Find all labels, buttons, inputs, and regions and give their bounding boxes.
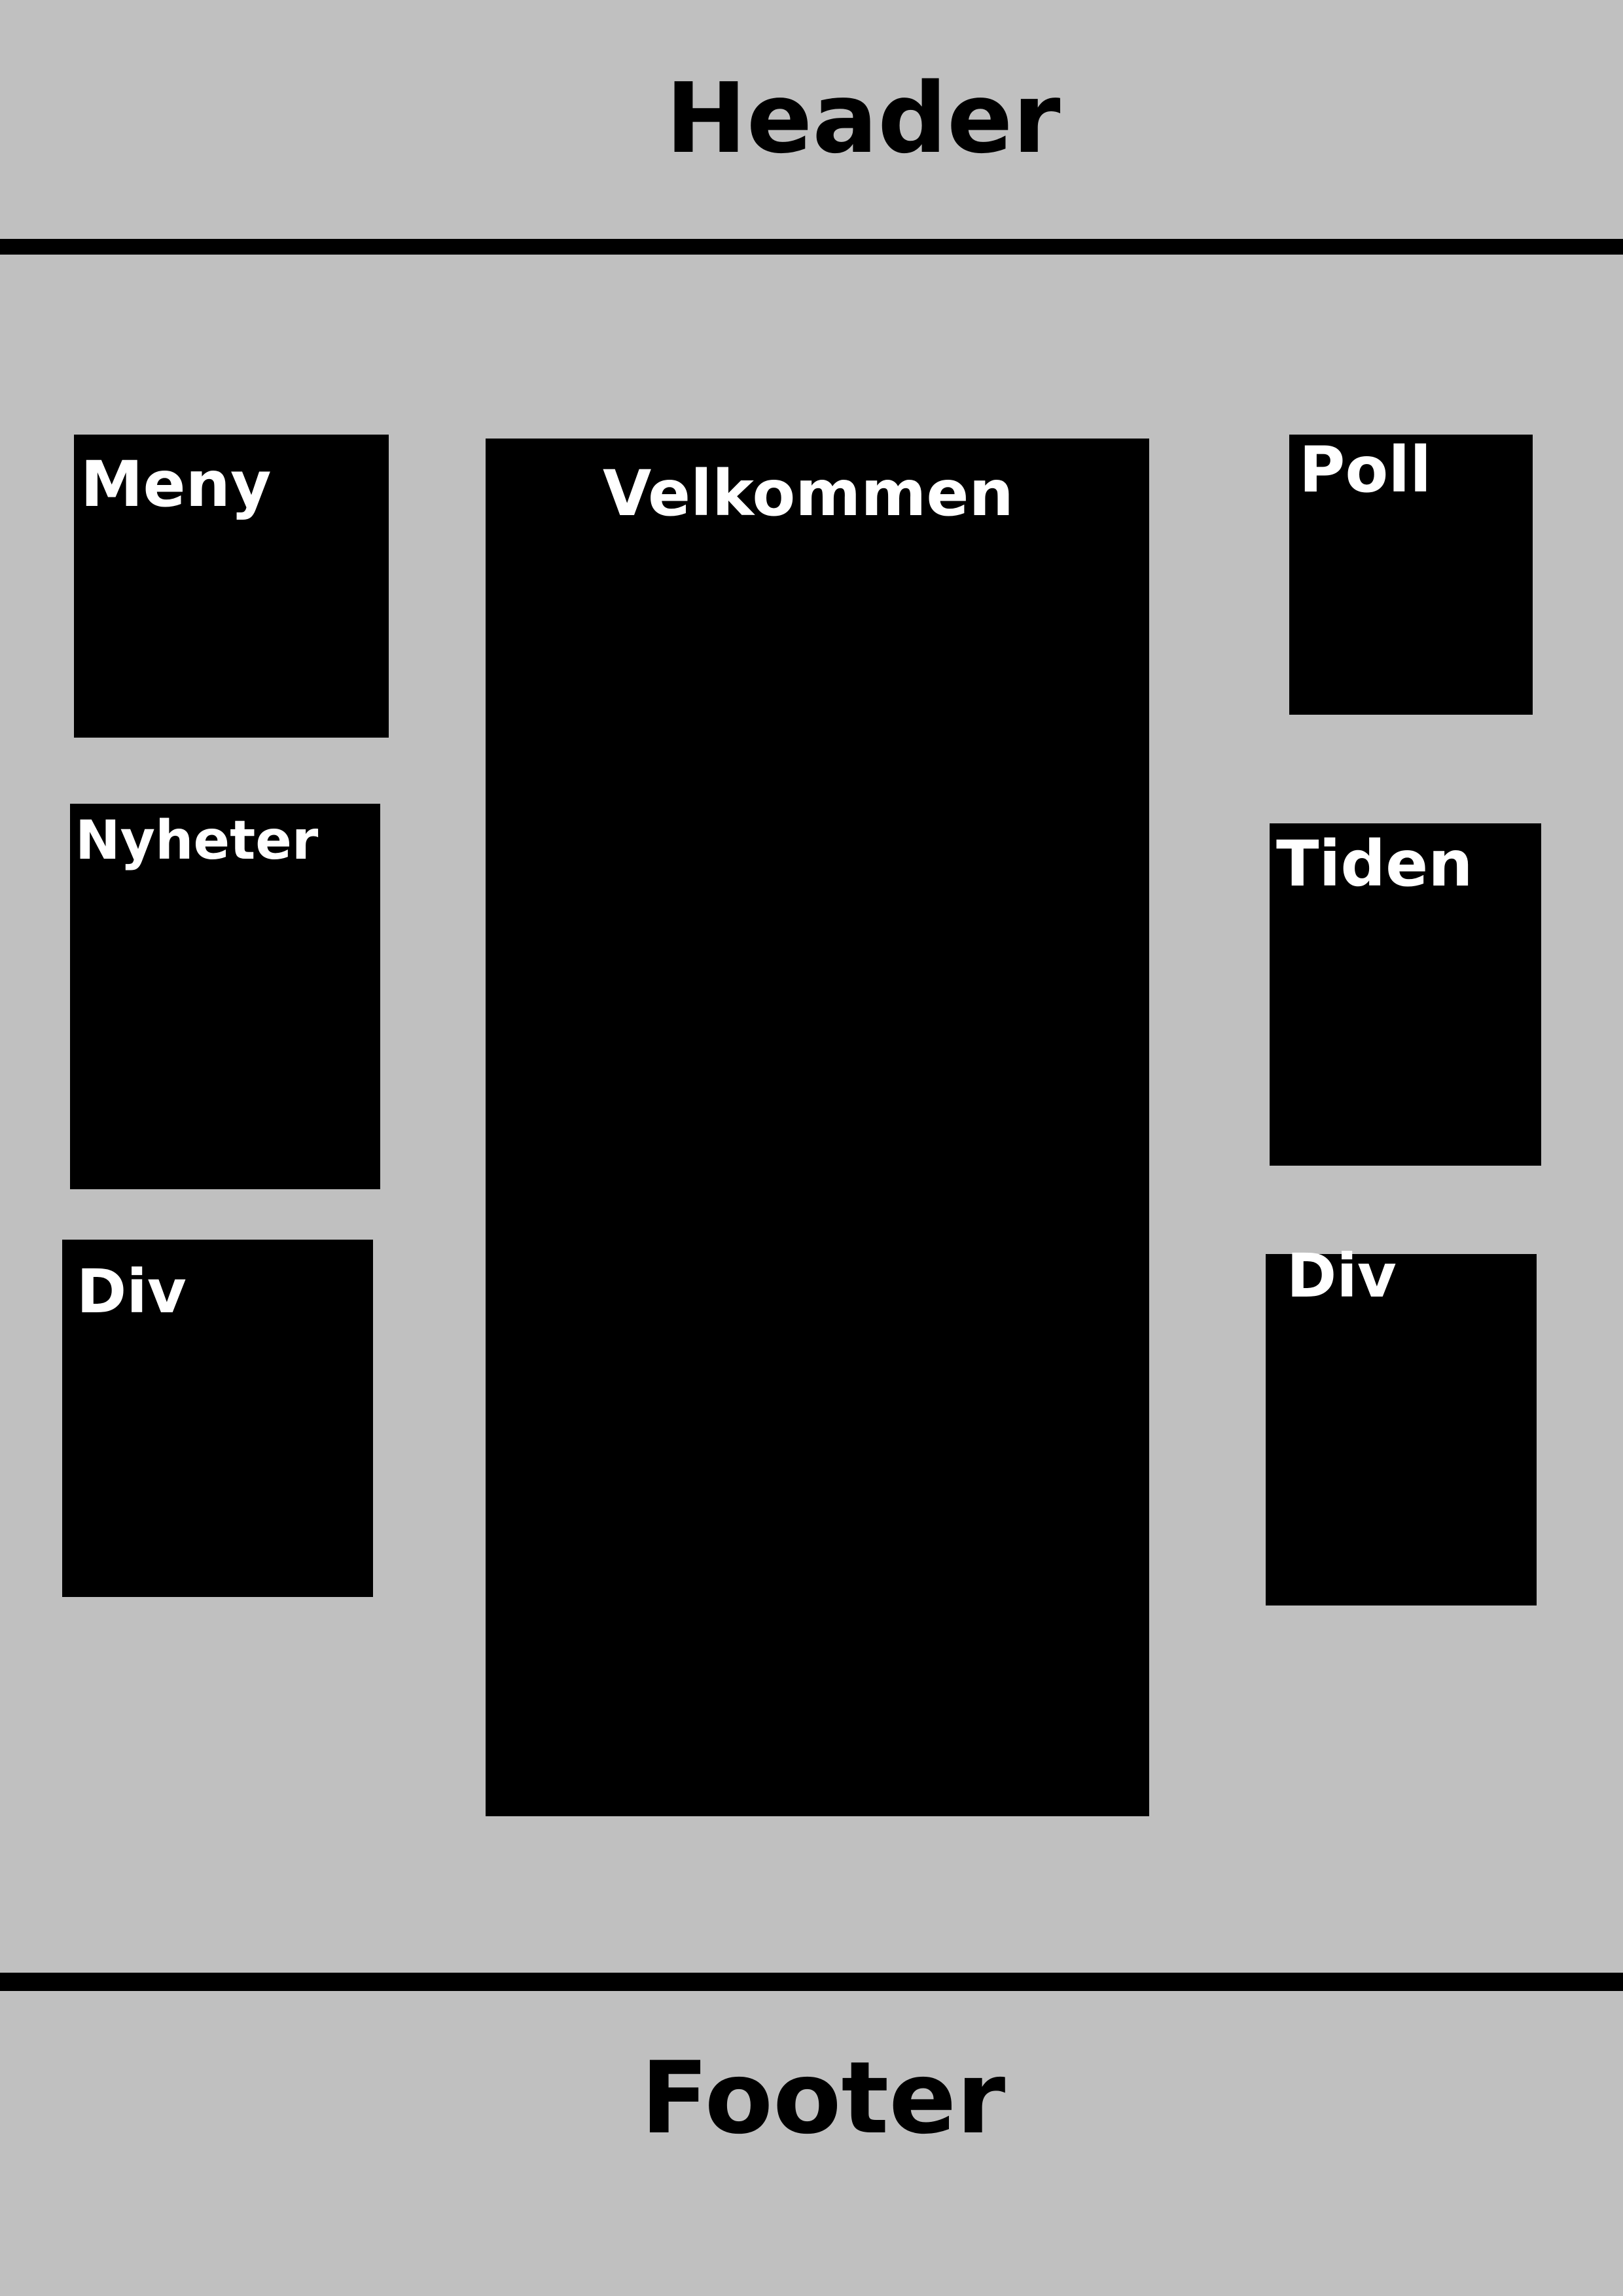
tiden-title: Tiden [1276,827,1473,901]
footer-divider [0,1973,1623,1991]
tiden-box: Tiden [1270,823,1541,1166]
velkommen-box: Velkommen [486,439,1149,1816]
right-div-box: Div [1266,1246,1537,1605]
velkommen-title: Velkommen [603,457,1014,530]
left-div-title: Div [77,1257,187,1327]
left-div-box: Div [62,1240,373,1597]
header-label: Header [666,62,1061,175]
nyheter-box: Nyheter [70,804,380,1189]
meny-title: Meny [80,448,272,521]
right-div-title: Div [1287,1241,1397,1311]
footer-label: Footer [641,2040,1006,2156]
poll-title: Poll [1299,433,1432,507]
meny-box: Meny [74,435,389,738]
poll-box: Poll [1289,435,1533,715]
header-divider [0,239,1623,255]
nyheter-title: Nyheter [75,810,319,872]
